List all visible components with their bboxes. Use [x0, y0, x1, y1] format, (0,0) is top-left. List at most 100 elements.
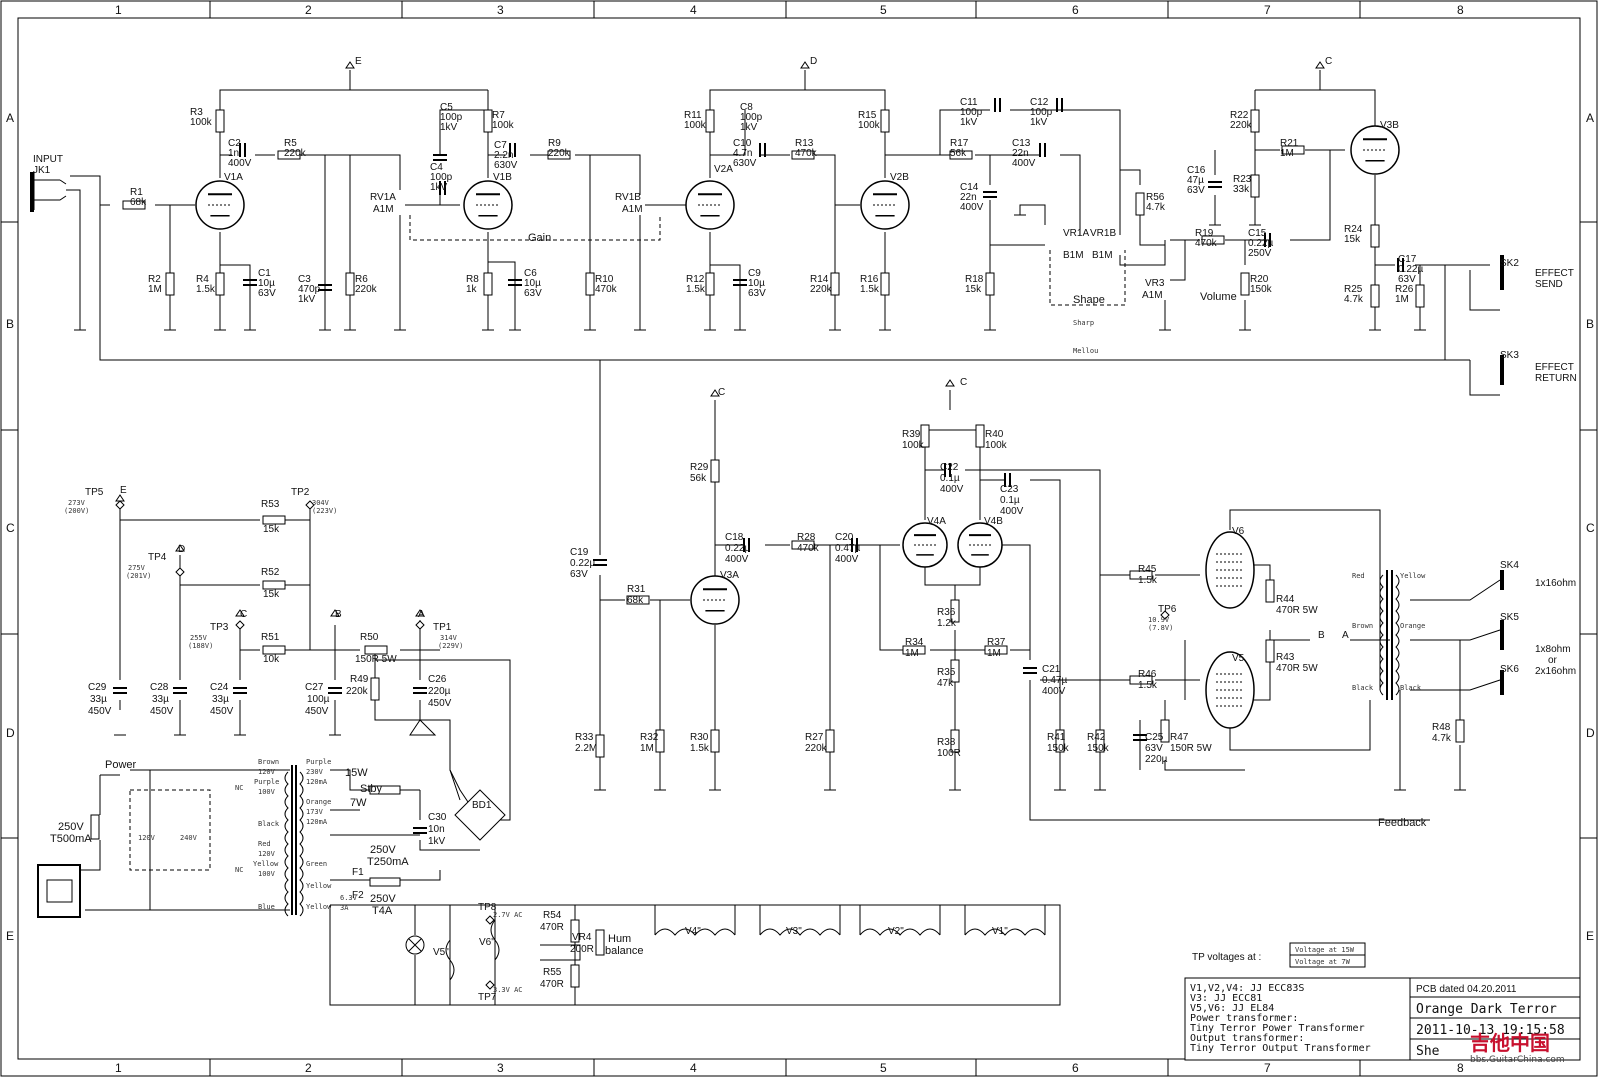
tp6-label: TP6	[1158, 604, 1177, 615]
resistor-symbol	[1415, 284, 1425, 308]
resistor-symbol	[830, 272, 840, 296]
r41-label-1: 150k	[1047, 743, 1070, 754]
tp2-v1: 304V	[312, 499, 330, 507]
label-c13-v1: 22n	[1012, 148, 1029, 159]
label-c17-v2: 63V	[1398, 274, 1416, 285]
grid-row-E-left: E	[6, 929, 14, 943]
tb-pcb-date: PCB dated 04.20.2011	[1416, 984, 1517, 995]
resistor-symbol	[950, 659, 960, 683]
r32-label-0: R32	[640, 732, 659, 743]
grid-row-B-left: B	[6, 317, 14, 331]
label-c15-v1: 0.22µ	[1248, 238, 1273, 249]
grid-row-C-right: C	[1586, 521, 1595, 535]
r31-label-0: R31	[627, 584, 646, 595]
label-r24-v1: 15k	[1344, 234, 1361, 245]
voltage-selector	[129, 789, 211, 871]
capacitor-symbol	[593, 559, 607, 566]
label-c13: C13	[1012, 138, 1031, 149]
output-transformer	[1379, 570, 1400, 700]
pt-primary-6: Red	[258, 840, 271, 848]
label-c9-v2: 63V	[748, 288, 766, 299]
rv1a-name: RV1A	[370, 192, 396, 203]
label-r18: R18	[965, 274, 984, 285]
v6-label: V6	[1232, 526, 1245, 537]
v4b-label: V4B	[984, 516, 1003, 527]
c30-v2: 1kV	[428, 836, 446, 847]
resistor-symbol	[1160, 719, 1170, 743]
pt-secondary-10: Yellow	[306, 903, 332, 911]
ot-primary-0: Red	[1352, 572, 1365, 580]
tb-date: 2011-10-13 19:15:58	[1416, 1023, 1565, 1038]
bridge-rectifier	[454, 789, 506, 841]
jk1-label: JK1	[33, 165, 51, 176]
gain-gang-dashed	[409, 215, 1126, 306]
pt-secondary-5: 120mA	[306, 818, 328, 826]
label-c15-v2: 250V	[1248, 248, 1272, 259]
c19-label-1: 0.22µ	[570, 558, 595, 569]
rv1b-value: A1M	[622, 204, 643, 215]
label-r1: R1	[130, 187, 143, 198]
ot-secondary-2: Black	[1400, 684, 1422, 692]
r55-value: 470R	[540, 979, 564, 990]
label-r10: R10	[595, 274, 614, 285]
label-r3-v1: 100k	[190, 117, 213, 128]
rail-arrow-symbol	[345, 61, 355, 69]
capacitor-symbol	[113, 687, 127, 694]
tp3-v1: 255V	[190, 634, 208, 642]
v2-heater: V2"	[888, 926, 904, 937]
grid-col-2-top: 2	[305, 3, 312, 17]
label-r23-v1: 33k	[1233, 184, 1250, 195]
grid-col-6-top: 6	[1072, 3, 1079, 17]
fuse-symbol	[369, 877, 401, 887]
tp4-v2: (201V)	[126, 572, 151, 580]
r44-label-1: 470R 5W	[1276, 605, 1318, 616]
jack-socket	[1500, 570, 1504, 590]
r33-label-1: 2.2M	[575, 743, 597, 754]
c19-label-0: C19	[570, 547, 589, 558]
r33-label-0: R33	[575, 732, 594, 743]
label-r5: R5	[284, 138, 297, 149]
label-r7: R7	[492, 110, 505, 121]
rail-d-psu: D	[178, 544, 185, 555]
capacitor-symbol	[1133, 734, 1147, 741]
c26-name: C26	[428, 674, 447, 685]
capacitor-symbol	[759, 143, 766, 157]
testpoint-symbol	[415, 620, 425, 630]
volume-label: Volume	[1200, 291, 1237, 303]
c23-label-0: C23	[1000, 484, 1019, 495]
r49-value: 220k	[346, 686, 369, 697]
title-block	[1184, 942, 1581, 1061]
watermark-logo: 吉他中国	[1470, 1031, 1550, 1055]
pt-secondary-9: 3A	[340, 904, 349, 912]
capacitor-symbol	[413, 827, 427, 834]
r37-label-1: 1M	[987, 648, 1001, 659]
resistor-symbol	[215, 272, 225, 296]
label-r12: R12	[686, 274, 705, 285]
resistor-symbol	[122, 200, 146, 210]
sk4-load: 1x16ohm	[1535, 578, 1576, 589]
capacitor-symbol	[1023, 667, 1037, 674]
heater-filament	[759, 928, 841, 936]
r48-label-0: R48	[1432, 722, 1451, 733]
grid-col-8-top: 8	[1457, 3, 1464, 17]
r38-label-0: R38	[937, 737, 956, 748]
label-r9-v1: 220k	[548, 148, 571, 159]
rail-b-psu: B	[335, 609, 342, 620]
label-c9: C9	[748, 268, 761, 279]
pt-secondary-3: Orange	[306, 798, 331, 806]
label-r19: R19	[1195, 228, 1214, 239]
label-c7-v1: 2.2n	[494, 150, 513, 161]
label-c12: C12	[1030, 97, 1049, 108]
capacitor-symbol	[413, 687, 427, 694]
label-r18-v1: 15k	[965, 284, 982, 295]
resistor-symbol	[483, 109, 493, 133]
testpoint-symbol	[1160, 610, 1170, 620]
c26-v2: 450V	[428, 698, 452, 709]
rail-arrow-symbol	[1315, 61, 1325, 69]
label-r25: R25	[1344, 284, 1363, 295]
label-r13: R13	[795, 138, 814, 149]
r50-name: R50	[360, 632, 379, 643]
r43-label-0: R43	[1276, 652, 1295, 663]
label-c4-v2: 1kV	[430, 182, 448, 193]
resistor-symbol	[950, 729, 960, 753]
